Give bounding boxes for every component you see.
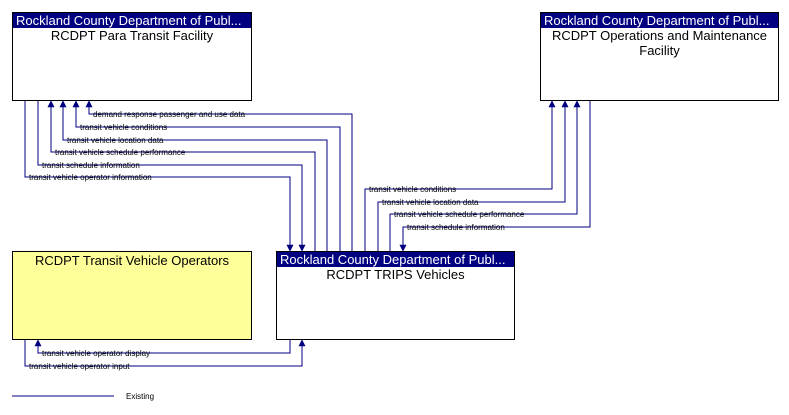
flow-line-ops-4 (399, 101, 591, 252)
operations-facility-title: RCDPT Operations and Maintenance Facilit… (551, 28, 768, 58)
flow-label-para-2: transit vehicle conditions (80, 123, 167, 132)
para-transit-facility-box[interactable]: Rockland County Department of Publ... RC… (12, 12, 252, 101)
flow-label-ops-4: transit schedule information (407, 223, 505, 232)
flow-line-para-2 (72, 100, 341, 251)
flow-line-para-3 (59, 100, 328, 251)
flow-line-para-6 (24, 101, 294, 252)
transit-vehicle-operators-title: RCDPT Transit Vehicle Operators (34, 253, 230, 268)
flow-line-ops-1 (364, 100, 556, 251)
flow-line-ops-3 (389, 100, 581, 251)
operations-facility-box[interactable]: Rockland County Department of Publ... RC… (540, 12, 779, 101)
flow-label-para-5: transit schedule information (42, 161, 140, 170)
flow-label-para-4: transit vehicle schedule performance (55, 148, 186, 157)
flow-label-ops-2: transit vehicle location data (382, 198, 479, 207)
flow-label-ops-3: transit vehicle schedule performance (394, 210, 525, 219)
flow-line-op-2 (24, 339, 306, 367)
flow-label-para-3: transit vehicle location data (67, 136, 164, 145)
trips-vehicles-box[interactable]: Rockland County Department of Publ... RC… (276, 251, 515, 340)
trips-vehicles-owner: Rockland County Department of Publ... (277, 252, 514, 267)
flow-line-para-5 (37, 101, 306, 252)
flow-label-op-2: transit vehicle operator input (29, 362, 130, 371)
flow-label-para-6: transit vehicle operator information (29, 173, 152, 182)
legend-label-existing: Existing (126, 392, 154, 401)
operations-facility-owner: Rockland County Department of Publ... (541, 13, 778, 28)
para-transit-facility-title: RCDPT Para Transit Facility (50, 28, 214, 43)
flow-line-para-4 (47, 100, 316, 251)
flow-line-para-1 (85, 100, 353, 251)
para-transit-facility-owner: Rockland County Department of Publ... (13, 13, 251, 28)
flow-line-ops-2 (377, 100, 569, 251)
flow-label-para-1: demand response passenger and use data (93, 110, 246, 119)
transit-vehicle-operators-box[interactable]: RCDPT Transit Vehicle Operators (12, 251, 252, 340)
trips-vehicles-title: RCDPT TRIPS Vehicles (326, 267, 465, 282)
flow-label-op-1: transit vehicle operator display (42, 349, 150, 358)
flow-line-op-1 (34, 339, 291, 354)
flow-label-ops-1: transit vehicle conditions (369, 185, 456, 194)
